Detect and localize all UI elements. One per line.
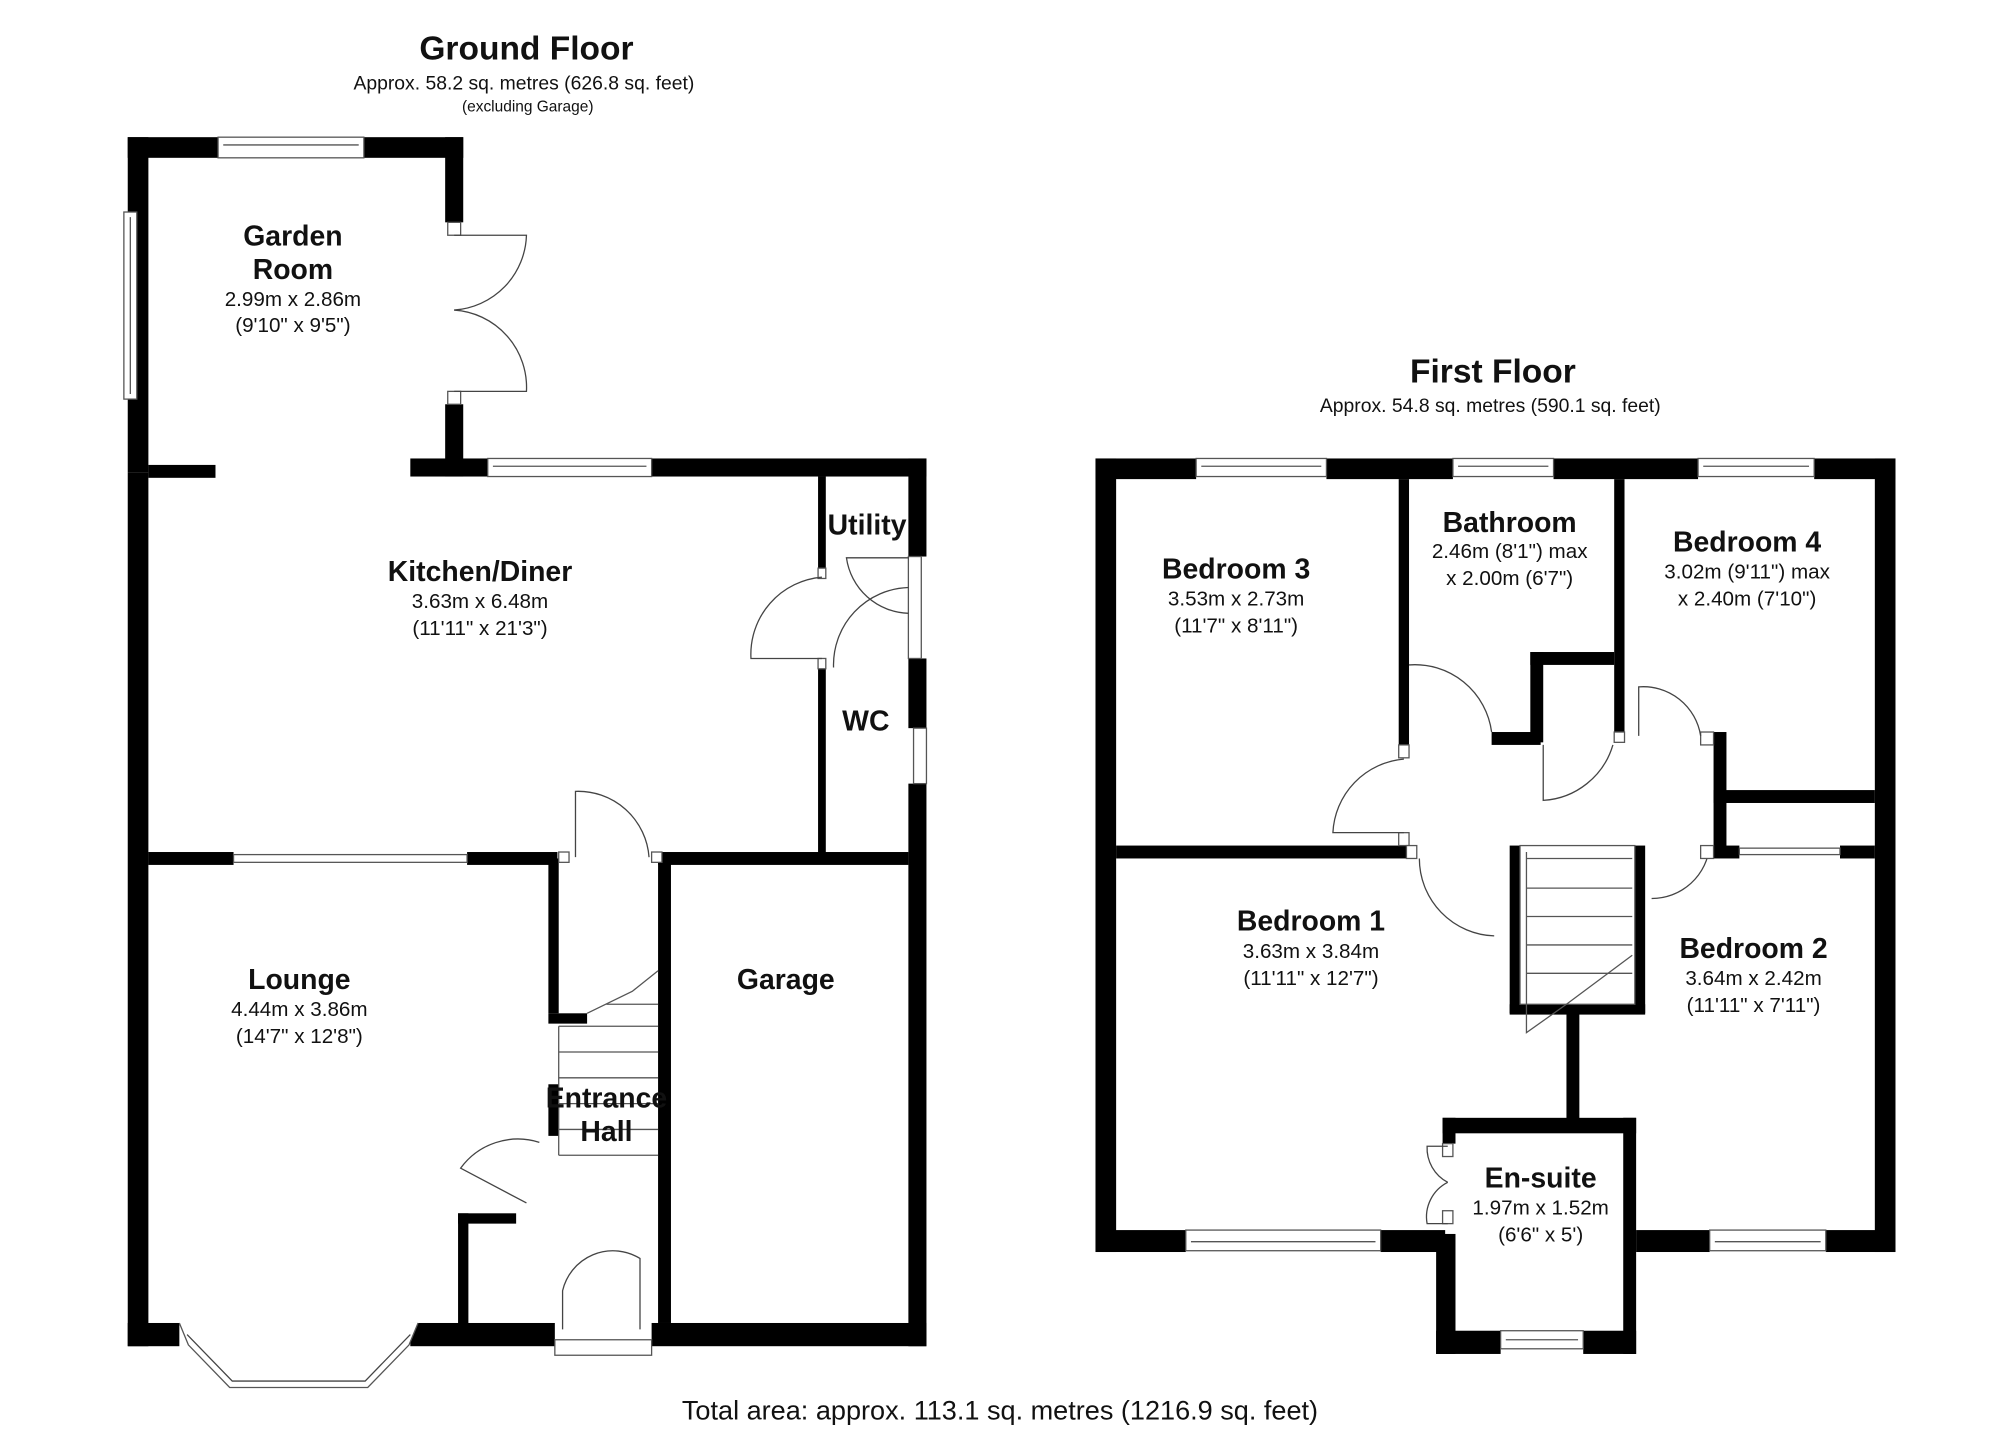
svg-text:Bedroom 4: Bedroom 4 xyxy=(1673,526,1821,558)
room-lounge: Lounge 4.44m x 3.86m (14'7" x 12'8") xyxy=(231,964,367,1048)
ground-floor-doors xyxy=(447,221,909,1330)
svg-text:1.97m x 1.52m: 1.97m x 1.52m xyxy=(1472,1197,1608,1220)
svg-text:Hall: Hall xyxy=(580,1116,632,1148)
ground-floor-stairs xyxy=(558,970,659,1156)
svg-text:(9'10" x 9'5"): (9'10" x 9'5") xyxy=(235,314,350,337)
room-garage: Garage xyxy=(737,964,835,996)
svg-text:(6'6" x 5'): (6'6" x 5') xyxy=(1498,1224,1583,1247)
room-entrance-hall: Entrance Hall xyxy=(546,1083,667,1149)
first-floor-stairs xyxy=(1519,844,1636,1034)
svg-text:3.02m (9'11") max: 3.02m (9'11") max xyxy=(1664,560,1830,583)
svg-text:x 2.00m (6'7"): x 2.00m (6'7") xyxy=(1446,567,1573,590)
ground-floor-windows xyxy=(123,136,928,1389)
first-floor-title: First Floor xyxy=(1410,353,1576,390)
svg-text:3.63m x 3.84m: 3.63m x 3.84m xyxy=(1243,940,1379,963)
svg-text:(11'11" x 21'3"): (11'11" x 21'3") xyxy=(412,617,547,640)
room-en-suite: En-suite 1.97m x 1.52m (6'6" x 5') xyxy=(1472,1162,1608,1246)
svg-text:Room: Room xyxy=(253,254,333,286)
room-utility: Utility xyxy=(828,510,907,542)
svg-text:Bedroom 3: Bedroom 3 xyxy=(1162,553,1310,585)
svg-text:4.44m x 3.86m: 4.44m x 3.86m xyxy=(231,998,367,1021)
ground-floor-title: Ground Floor xyxy=(419,31,633,68)
room-bedroom-1: Bedroom 1 3.63m x 3.84m (11'11" x 12'7") xyxy=(1237,906,1385,990)
svg-text:2.99m x 2.86m: 2.99m x 2.86m xyxy=(225,288,361,311)
room-bedroom-3: Bedroom 3 3.53m x 2.73m (11'7" x 8'11") xyxy=(1162,553,1310,637)
svg-text:Entrance: Entrance xyxy=(546,1083,667,1115)
room-bathroom: Bathroom 2.46m (8'1") max x 2.00m (6'7") xyxy=(1432,507,1588,590)
svg-text:3.63m x 6.48m: 3.63m x 6.48m xyxy=(412,590,548,613)
svg-text:3.53m x 2.73m: 3.53m x 2.73m xyxy=(1168,588,1304,611)
first-floor-area: Approx. 54.8 sq. metres (590.1 sq. feet) xyxy=(1320,395,1661,417)
svg-text:Bedroom 2: Bedroom 2 xyxy=(1679,933,1827,965)
svg-text:Kitchen/Diner: Kitchen/Diner xyxy=(388,556,572,588)
first-floor-windows xyxy=(1185,457,1841,1350)
svg-text:(11'7" x 8'11"): (11'7" x 8'11") xyxy=(1174,615,1298,638)
svg-text:(14'7" x 12'8"): (14'7" x 12'8") xyxy=(236,1025,363,1048)
svg-text:Lounge: Lounge xyxy=(248,964,350,996)
first-floor-walls xyxy=(1095,458,1896,1354)
svg-text:Bedroom 1: Bedroom 1 xyxy=(1237,906,1385,938)
svg-text:Bathroom: Bathroom xyxy=(1443,507,1577,539)
ground-floor-area: Approx. 58.2 sq. metres (626.8 sq. feet) xyxy=(353,72,694,94)
svg-text:2.46m (8'1") max: 2.46m (8'1") max xyxy=(1432,540,1588,563)
svg-text:3.64m x 2.42m: 3.64m x 2.42m xyxy=(1685,967,1821,990)
svg-text:(11'11" x 12'7"): (11'11" x 12'7") xyxy=(1243,967,1378,990)
room-bedroom-4: Bedroom 4 3.02m (9'11") max x 2.40m (7'1… xyxy=(1664,526,1830,610)
room-wc: WC xyxy=(842,706,889,738)
svg-text:Utility: Utility xyxy=(828,510,907,542)
first-floor-doors xyxy=(1332,664,1715,1225)
room-kitchen-diner: Kitchen/Diner 3.63m x 6.48m (11'11" x 21… xyxy=(388,556,572,640)
ground-floor-note: (excluding Garage) xyxy=(462,98,594,115)
room-bedroom-2: Bedroom 2 3.64m x 2.42m (11'11" x 7'11") xyxy=(1679,933,1827,1017)
svg-text:(11'11" x 7'11"): (11'11" x 7'11") xyxy=(1687,994,1821,1017)
room-garden-room: Garden Room 2.99m x 2.86m (9'10" x 9'5") xyxy=(225,221,361,337)
svg-text:Garden: Garden xyxy=(243,221,342,253)
svg-text:x 2.40m (7'10"): x 2.40m (7'10") xyxy=(1678,588,1817,611)
svg-text:Garage: Garage xyxy=(737,964,835,996)
svg-text:WC: WC xyxy=(842,706,889,738)
total-area: Total area: approx. 113.1 sq. metres (12… xyxy=(682,1395,1318,1426)
svg-text:En-suite: En-suite xyxy=(1485,1162,1597,1194)
ground-floor-walls xyxy=(127,137,927,1347)
